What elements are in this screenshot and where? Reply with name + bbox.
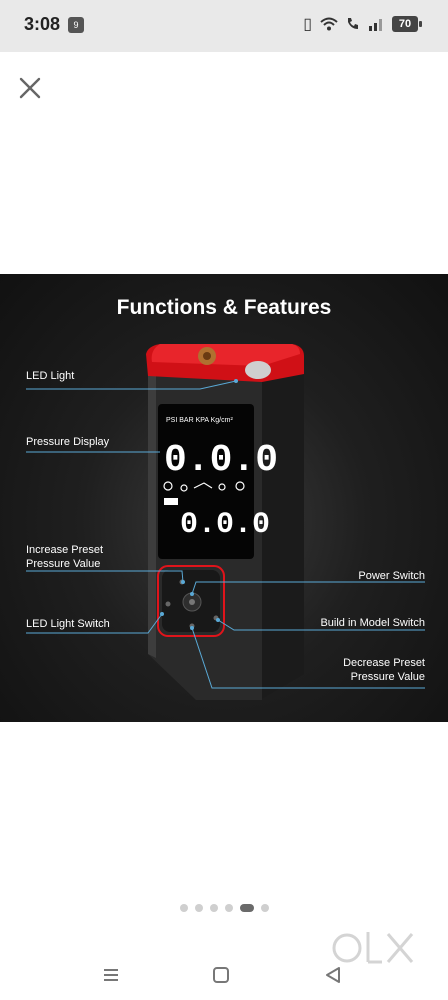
product-image[interactable]: Functions & Features PSI BAR KPA Kg/cm² … [0,274,448,722]
wifi-icon [320,17,338,31]
pager-dot-active[interactable] [239,904,254,912]
label-increase-preset: Increase Preset Pressure Value [26,544,103,571]
lcd-preset-reading: 0.0.0 [180,508,270,542]
back-button[interactable] [318,960,348,990]
vibrate-icon: ▯ [303,16,312,33]
battery-indicator [164,498,178,505]
status-bar: 3:08 9 ▯ 70 [0,0,448,52]
tire-inflator-illustration: PSI BAR KPA Kg/cm² 0.0.0 0.0.0 [26,344,425,700]
label-increase-preset-line2: Pressure Value [26,557,101,570]
clock: 3:08 [24,14,61,34]
close-button[interactable] [16,74,44,102]
home-icon [213,967,229,983]
pager-dot[interactable] [179,904,188,912]
label-decrease-preset: Decrease Preset Pressure Value [343,657,425,684]
label-power-switch: Power Switch [358,570,425,582]
lcd-main-reading: 0.0.0 [164,439,278,482]
olx-watermark-logo [332,932,414,964]
notification-icon: 9 [68,17,84,33]
vehicle-icons [163,481,245,492]
label-decrease-preset-line2: Pressure Value [350,670,425,683]
call-icon [348,18,358,29]
label-led-light-switch: LED Light Switch [26,618,110,630]
image-pager [0,904,448,912]
label-build-in-model-switch: Build in Model Switch [320,617,425,629]
navigation-bar [0,950,448,1000]
label-increase-preset-line1: Increase Preset [26,544,104,556]
back-icon [326,967,340,983]
status-icons: ▯ 70 [303,14,422,34]
battery-icon: 70 [392,16,422,32]
label-led-light: LED Light [26,370,75,382]
pager-dot[interactable] [224,904,233,912]
lcd-units: PSI BAR KPA Kg/cm² [166,417,233,424]
signal-icon [369,19,382,31]
pager-dot[interactable] [209,904,218,912]
pager-dot[interactable] [260,904,269,912]
home-button[interactable] [206,960,236,990]
label-decrease-preset-line1: Decrease Preset [343,657,425,669]
pager-dot[interactable] [194,904,203,912]
image-title: Functions & Features [116,296,332,319]
recents-icon [104,969,118,981]
recents-button[interactable] [96,960,126,990]
close-icon [19,77,41,99]
label-pressure-display: Pressure Display [26,436,110,448]
